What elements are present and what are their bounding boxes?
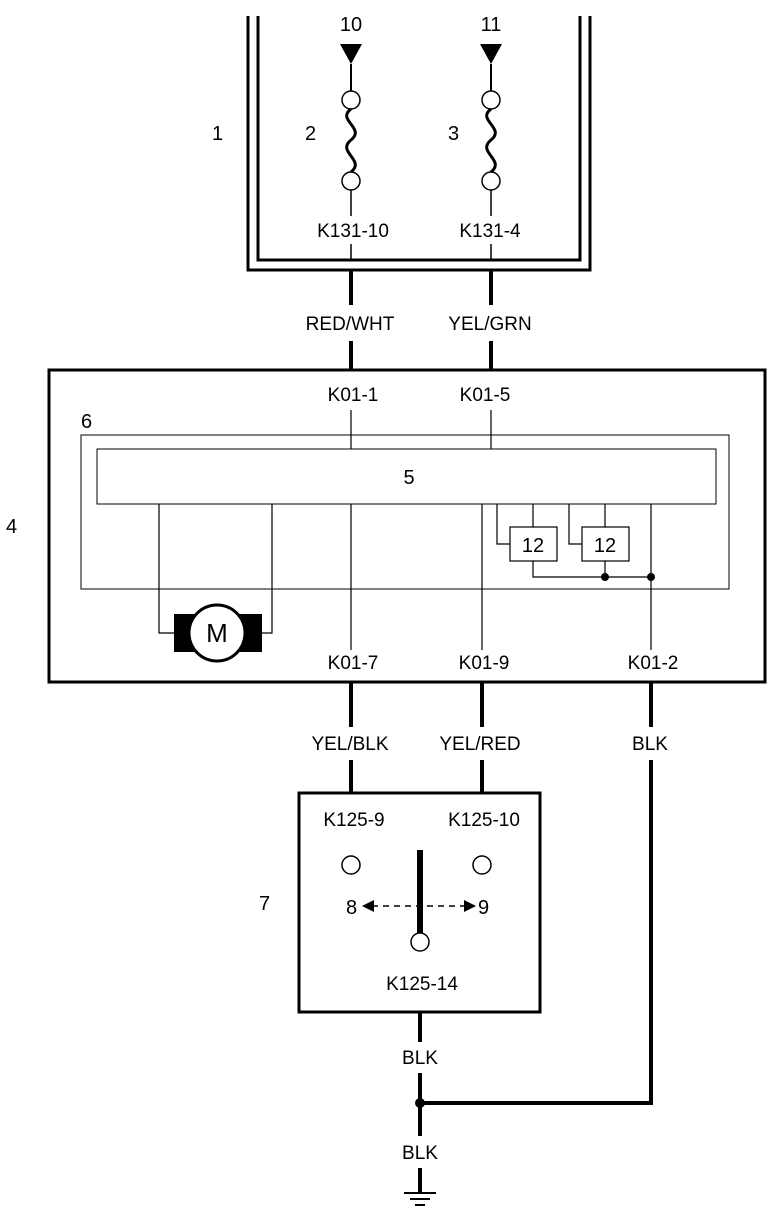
wire-color-blk-module: BLK: [632, 734, 668, 755]
junction-dot: [601, 573, 609, 581]
callout-4: 4: [6, 516, 17, 538]
relay-12a-box: [509, 526, 558, 562]
wire-color-red-wht: RED/WHT: [306, 314, 395, 335]
motor-icon: [174, 603, 262, 663]
ground-junction-dot: [415, 1098, 425, 1108]
relay-12b-label: 12: [594, 535, 616, 557]
module-pin-2-label: K01-2: [628, 653, 679, 674]
switch-pin-10-label: K125-10: [448, 810, 520, 831]
module-pin-7-label: K01-7: [328, 653, 379, 674]
controller-block-5: [96, 448, 717, 505]
callout-8: 8: [346, 897, 357, 919]
relay-12a-label: 12: [522, 535, 544, 557]
callout-11: 11: [481, 14, 502, 36]
harness-wires-bottom: [349, 682, 653, 1105]
circuit-board-6: [80, 434, 730, 590]
control-module-box: [47, 368, 767, 684]
callout-5: 5: [403, 467, 414, 489]
wire-color-yel-blk: YEL/BLK: [311, 734, 388, 755]
switch-pivot: [410, 932, 430, 952]
callout-3: 3: [448, 123, 459, 145]
callout-10: 10: [340, 14, 362, 36]
fuse-pin-right-label: K131-4: [459, 221, 521, 242]
callout-9: 9: [478, 897, 489, 919]
module-pin-1-label: K01-1: [328, 385, 379, 406]
fuse-2-icon: [341, 64, 361, 216]
callout-7: 7: [259, 893, 270, 915]
ground-icon: [404, 1192, 436, 1206]
module-pin-9-label: K01-9: [459, 653, 510, 674]
fuse-pin-left-label: K131-10: [317, 221, 389, 242]
supply-arrow-11-icon: [480, 44, 502, 64]
fuse-3-icon: [481, 64, 501, 216]
harness-wires-top: [349, 244, 493, 370]
wire-color-blk-switch: BLK: [402, 1048, 438, 1069]
callout-2: 2: [305, 123, 316, 145]
fuse-box: [246, 16, 592, 272]
switch-direction-arrow-icon: [362, 900, 476, 912]
module-pin-5-label: K01-5: [460, 385, 511, 406]
callout-6: 6: [81, 411, 92, 433]
wire-color-blk-ground: BLK: [402, 1143, 438, 1164]
switch-pin-14-label: K125-14: [386, 974, 458, 995]
junction-dot: [647, 573, 655, 581]
switch-contacts: [341, 855, 492, 875]
wire-color-yel-grn: YEL/GRN: [448, 314, 531, 335]
motor-symbol: M: [206, 618, 228, 648]
supply-arrow-10-icon: [340, 44, 362, 64]
relay-12b-box: [581, 526, 630, 562]
callout-1: 1: [212, 123, 223, 145]
switch-pin-9-label: K125-9: [323, 810, 384, 831]
wire-color-yel-red: YEL/RED: [439, 734, 520, 755]
